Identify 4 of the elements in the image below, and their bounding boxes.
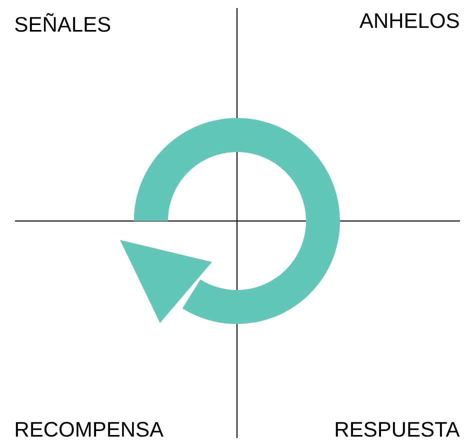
quadrant-label: RECOMPENSA (16, 422, 164, 437)
quadrant-label: ANHELOS (359, 13, 459, 28)
quadrant-label: RESPUESTA (336, 422, 460, 437)
quadrant-label: SEÑALES (15, 13, 110, 32)
